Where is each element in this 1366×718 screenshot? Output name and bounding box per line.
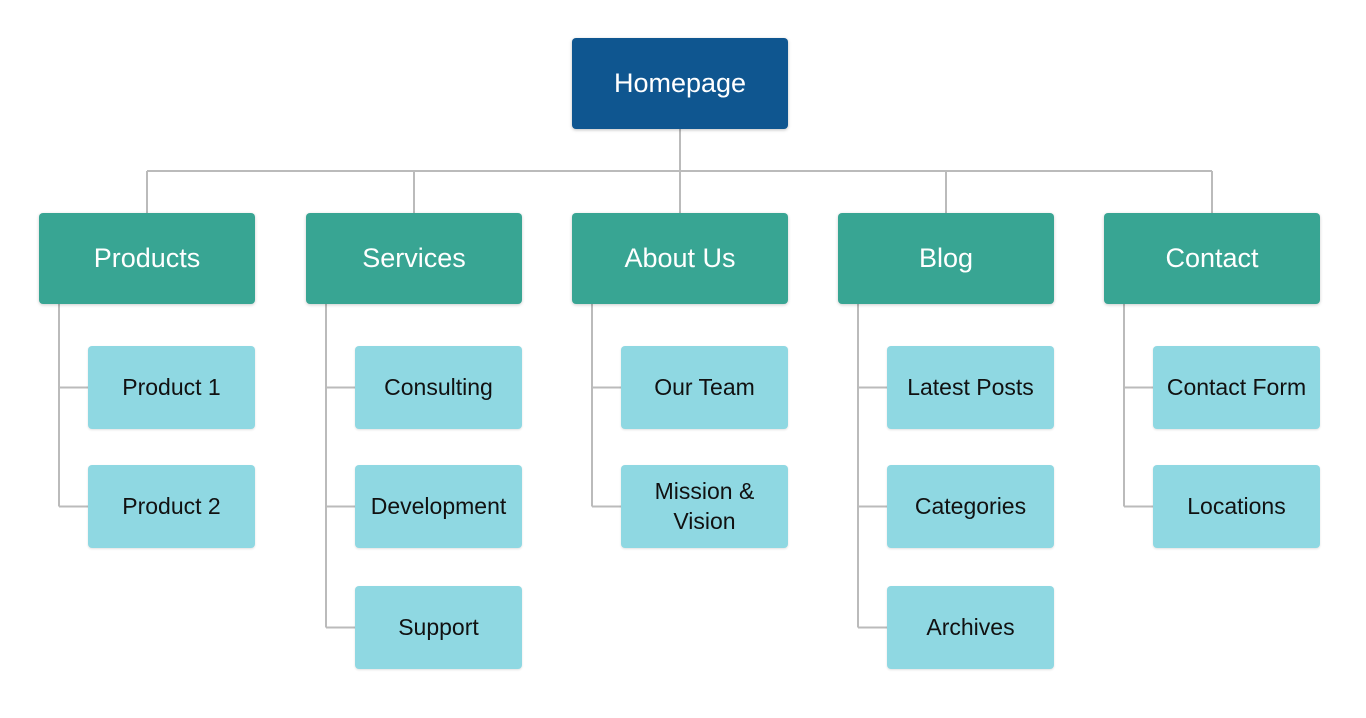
node-section-products: Products	[39, 213, 255, 304]
node-page-our-team: Our Team	[621, 346, 788, 429]
node-homepage: Homepage	[572, 38, 788, 129]
node-page-locations: Locations	[1153, 465, 1320, 548]
node-section-blog: Blog	[838, 213, 1054, 304]
node-page-categories: Categories	[887, 465, 1054, 548]
node-page-contact-form: Contact Form	[1153, 346, 1320, 429]
node-page-support: Support	[355, 586, 522, 669]
node-page-product-1: Product 1	[88, 346, 255, 429]
node-section-contact: Contact	[1104, 213, 1320, 304]
node-page-archives: Archives	[887, 586, 1054, 669]
node-page-mission-vision: Mission & Vision	[621, 465, 788, 548]
node-page-development: Development	[355, 465, 522, 548]
node-section-services: Services	[306, 213, 522, 304]
node-page-consulting: Consulting	[355, 346, 522, 429]
node-section-about-us: About Us	[572, 213, 788, 304]
node-page-latest-posts: Latest Posts	[887, 346, 1054, 429]
node-page-product-2: Product 2	[88, 465, 255, 548]
